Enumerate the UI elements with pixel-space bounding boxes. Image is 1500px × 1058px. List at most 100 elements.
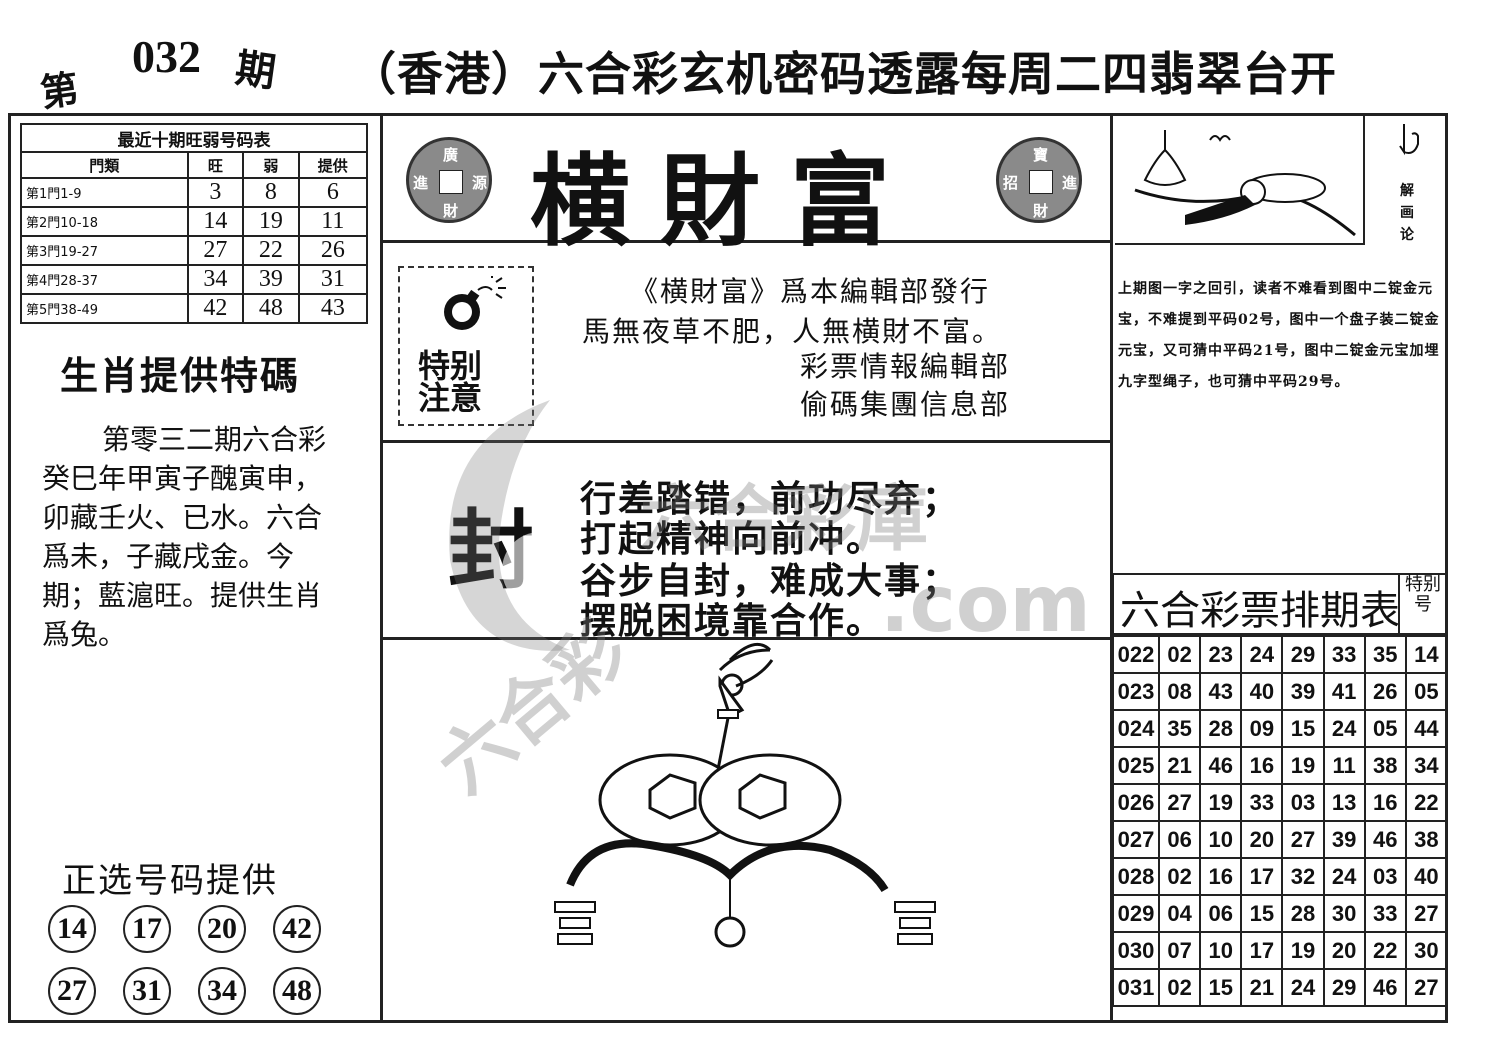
special-cell: 44 (1404, 709, 1449, 748)
picks-grid: 14 17 20 42 27 31 34 48 (48, 905, 348, 1015)
number-cell: 29 (1322, 968, 1366, 1007)
row-label: 第5門38-49 (20, 293, 189, 324)
number-cell: 28 (1281, 894, 1325, 933)
special-cell: 30 (1404, 931, 1449, 970)
cell-tigong: 31 (297, 264, 369, 295)
issue-cell: 028 (1112, 857, 1160, 896)
issue-cell: 022 (1112, 635, 1160, 674)
schedule-header (1112, 573, 1448, 635)
number-cell: 15 (1199, 968, 1243, 1007)
coin-char: 進 (413, 174, 429, 192)
number-cell: 22 (1363, 931, 1407, 970)
number-cell: 33 (1322, 635, 1366, 674)
cell-wang: 27 (186, 235, 245, 266)
number-cell: 39 (1281, 672, 1325, 711)
number-cell: 29 (1281, 635, 1325, 674)
pick-number: 48 (273, 967, 321, 1015)
cell-tigong: 43 (297, 293, 369, 324)
table-row: 028 02 16 17 32 24 03 40 (1112, 857, 1449, 896)
number-cell: 02 (1157, 857, 1202, 896)
notice-label: 特别 注意 (418, 350, 482, 414)
ten-period-table: 最近十期旺弱号码表 門類 旺 弱 提供 第1門1-9 3 8 6 第2門10-1… (20, 123, 369, 324)
number-cell: 24 (1322, 857, 1366, 896)
number-cell: 21 (1240, 968, 1284, 1007)
schedule-title: 六合彩票排期表 (1120, 588, 1400, 634)
cell-wang: 34 (186, 264, 245, 295)
number-cell: 10 (1199, 820, 1243, 859)
table-row: 022 02 23 24 29 33 35 14 (1112, 635, 1449, 674)
issue-cell: 023 (1112, 672, 1160, 711)
issue-cell: 027 (1112, 820, 1160, 859)
cell-wang: 3 (186, 177, 245, 208)
cell-ruo: 19 (242, 206, 300, 237)
col-header: 弱 (242, 151, 300, 179)
table-row: 027 06 10 20 27 39 46 38 (1112, 820, 1449, 859)
number-cell: 28 (1199, 709, 1243, 748)
table-row: 第4門28-37 34 39 31 (20, 264, 369, 295)
coin-char: 廣 (443, 146, 459, 164)
riddle-side-label: 解画论 (1400, 183, 1414, 243)
number-cell: 15 (1281, 709, 1325, 748)
number-cell: 46 (1363, 968, 1407, 1007)
number-cell: 15 (1240, 894, 1284, 933)
number-cell: 38 (1363, 746, 1407, 785)
issue-cell: 031 (1112, 968, 1160, 1007)
cell-wang: 14 (186, 206, 245, 237)
issue-cell: 024 (1112, 709, 1160, 748)
riddle-picture (1134, 130, 1356, 237)
table-row: 第3門19-27 27 22 26 (20, 235, 369, 266)
right-column (1110, 113, 1448, 1023)
picks-title: 正选号码提供 (62, 861, 278, 901)
table-row: 025 21 46 16 19 11 38 34 (1112, 746, 1449, 785)
col-header: 旺 (186, 151, 245, 179)
special-cell: 05 (1404, 672, 1449, 711)
notice-line: 彩票情報編輯部 (800, 350, 1011, 383)
special-cell: 27 (1404, 894, 1449, 933)
row-label: 第1門1-9 (20, 177, 189, 208)
coin-left-icon: 廣 進 源 財 (406, 137, 492, 223)
special-cell: 40 (1404, 857, 1449, 896)
brand-name: 横財富 (530, 142, 920, 260)
cell-ruo: 48 (242, 293, 300, 324)
number-cell: 03 (1281, 783, 1325, 822)
col-header: 門類 (20, 151, 189, 179)
table-row: 031 02 15 21 24 29 46 27 (1112, 968, 1449, 1007)
table-row: 第5門38-49 42 48 43 (20, 293, 369, 324)
issue-number: 032 (132, 31, 201, 82)
watermark-logo-icon (449, 400, 578, 651)
table-row: 第1門1-9 3 8 6 (20, 177, 369, 208)
row-label: 第3門19-27 (20, 235, 189, 266)
number-cell: 08 (1157, 672, 1202, 711)
coin-char: 財 (1033, 202, 1049, 220)
table-row: 026 27 19 33 03 13 16 22 (1112, 783, 1449, 822)
coin-char: 源 (472, 174, 488, 192)
col-header: 提供 (297, 151, 369, 179)
number-cell: 17 (1240, 857, 1284, 896)
schedule-table: 022 02 23 24 29 33 35 14 023 08 43 40 39… (1112, 635, 1449, 1007)
brand-banner (383, 113, 1110, 243)
number-cell: 39 (1322, 820, 1366, 859)
number-cell: 10 (1199, 931, 1243, 970)
number-cell: 24 (1322, 709, 1366, 748)
number-cell: 16 (1240, 746, 1284, 785)
table-row: 029 04 06 15 28 30 33 27 (1112, 894, 1449, 933)
number-cell: 23 (1199, 635, 1243, 674)
number-cell: 40 (1240, 672, 1284, 711)
number-cell: 26 (1363, 672, 1407, 711)
zodiac-title: 生肖提供特碼 (60, 353, 301, 398)
number-cell: 21 (1157, 746, 1202, 785)
notice-line: 馬無夜草不肥，人無横財不富。 (582, 315, 1003, 348)
notice-box (398, 266, 534, 426)
coin-char: 寶 (1033, 146, 1049, 164)
pick-number: 42 (273, 905, 321, 953)
pick-number: 31 (123, 967, 171, 1015)
poem-line: 谷步自封，难成大事； (580, 560, 961, 602)
number-cell: 05 (1363, 709, 1407, 748)
schedule-special-label: 特别号 (1398, 573, 1446, 635)
special-cell: 27 (1404, 968, 1449, 1007)
number-cell: 16 (1363, 783, 1407, 822)
pointing-hand-icon (1399, 124, 1419, 156)
main-frame (8, 113, 1448, 1023)
page-title: （香港）六合彩玄机密码透露每周二四翡翠台开 (350, 47, 1337, 101)
special-cell: 14 (1404, 635, 1449, 674)
